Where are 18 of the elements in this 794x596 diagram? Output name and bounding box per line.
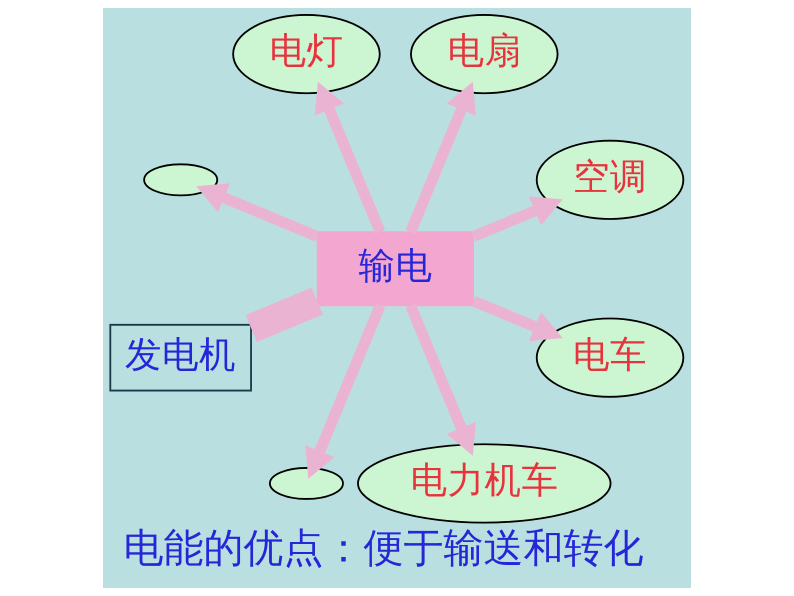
arrow (471, 196, 563, 242)
connector (246, 288, 323, 342)
node-ellipse: 空调 (536, 140, 684, 220)
arrow (314, 82, 386, 234)
node-ellipse: 电扇 (410, 14, 558, 94)
node-ellipse: 电力机车 (357, 443, 612, 524)
node-ellipse: 电车 (536, 318, 684, 398)
node-box: 发电机 (109, 324, 252, 392)
arrow (471, 296, 563, 342)
node-ellipse: 电灯 (232, 14, 381, 94)
caption: 电能的优点：便于输送和转化 (124, 526, 644, 572)
node-ellipse (268, 466, 344, 500)
arrow (406, 304, 476, 456)
node-ellipse (143, 163, 218, 196)
node-box: 输电 (316, 231, 474, 306)
arrow (305, 304, 386, 479)
arrow (196, 183, 320, 242)
arrow (406, 82, 476, 234)
